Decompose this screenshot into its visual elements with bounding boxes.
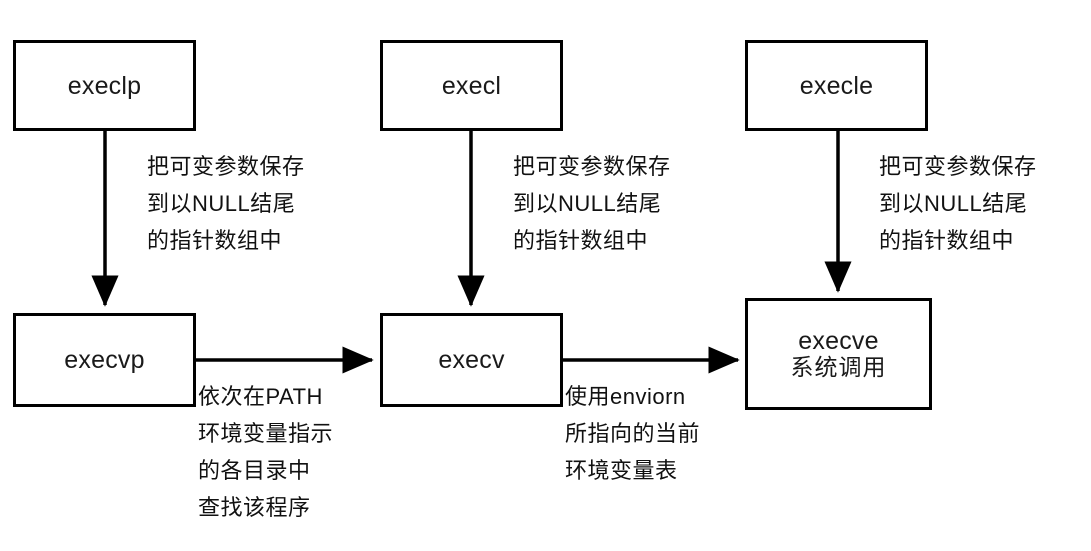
node-execve-label: execve xyxy=(798,327,879,356)
node-execvp[interactable]: execvp xyxy=(13,313,196,407)
annotation-execle-line-1: 把可变参数保存 xyxy=(879,154,1037,179)
annotation-execvp-line-1: 依次在PATH xyxy=(198,384,323,409)
node-execle[interactable]: execle xyxy=(745,40,928,131)
annotation-execv-line-1: 使用enviorn xyxy=(565,384,686,409)
node-execv[interactable]: execv xyxy=(380,313,563,407)
annotation-execvp-line-2: 环境变量指示 xyxy=(198,421,334,446)
annotation-execle-line-2: 到以NULL结尾 xyxy=(879,191,1028,216)
annotation-execl-line-3: 的指针数组中 xyxy=(513,228,649,253)
annotation-execlp-line-2: 到以NULL结尾 xyxy=(147,191,296,216)
annotation-execvp-line-4: 查找该程序 xyxy=(198,495,311,520)
node-execve-sublabel: 系统调用 xyxy=(790,354,887,381)
annotation-execv-line-3: 环境变量表 xyxy=(565,458,678,483)
annotation-execv: 使用enviorn 所指向的当前 环境变量表 xyxy=(565,378,700,489)
annotation-execl-line-2: 到以NULL结尾 xyxy=(513,191,662,216)
annotation-execv-line-2: 所指向的当前 xyxy=(565,421,701,446)
node-execve[interactable]: execve 系统调用 xyxy=(745,298,932,410)
node-execv-label: execv xyxy=(438,346,505,374)
annotation-execle: 把可变参数保存 到以NULL结尾 的指针数组中 xyxy=(879,148,1037,259)
annotation-execl: 把可变参数保存 到以NULL结尾 的指针数组中 xyxy=(513,148,671,259)
node-execle-label: execle xyxy=(799,71,874,100)
node-execvp-label: execvp xyxy=(64,346,145,374)
annotation-execl-line-1: 把可变参数保存 xyxy=(513,154,671,179)
annotation-execvp-line-3: 的各目录中 xyxy=(198,458,311,483)
annotation-execlp-line-1: 把可变参数保存 xyxy=(147,154,305,179)
node-execlp[interactable]: execlp xyxy=(13,40,196,131)
annotation-execlp: 把可变参数保存 到以NULL结尾 的指针数组中 xyxy=(147,148,305,259)
node-execlp-label: execlp xyxy=(67,71,142,100)
node-execl-label: execl xyxy=(441,71,502,100)
node-execl[interactable]: execl xyxy=(380,40,563,131)
annotation-execvp: 依次在PATH 环境变量指示 的各目录中 查找该程序 xyxy=(198,378,333,526)
annotation-execlp-line-3: 的指针数组中 xyxy=(147,228,283,253)
annotation-execle-line-3: 的指针数组中 xyxy=(879,228,1015,253)
